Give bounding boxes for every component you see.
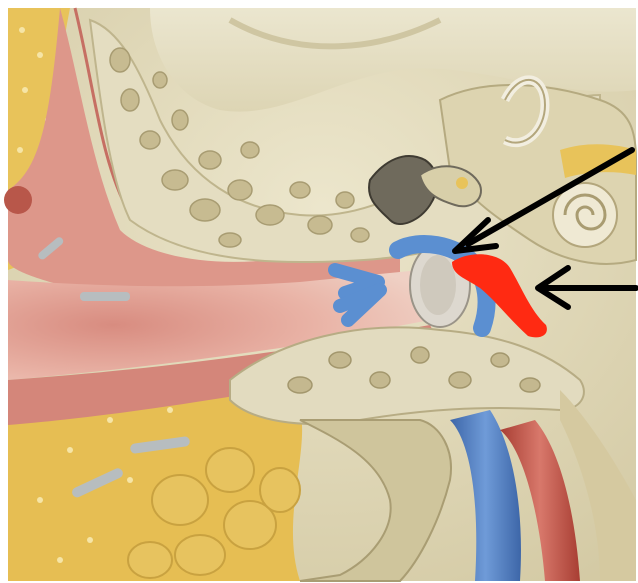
outer-ear-edge [4, 186, 32, 214]
stapes-ossicle [456, 177, 468, 189]
tympanic-membrane-shade [420, 255, 456, 315]
